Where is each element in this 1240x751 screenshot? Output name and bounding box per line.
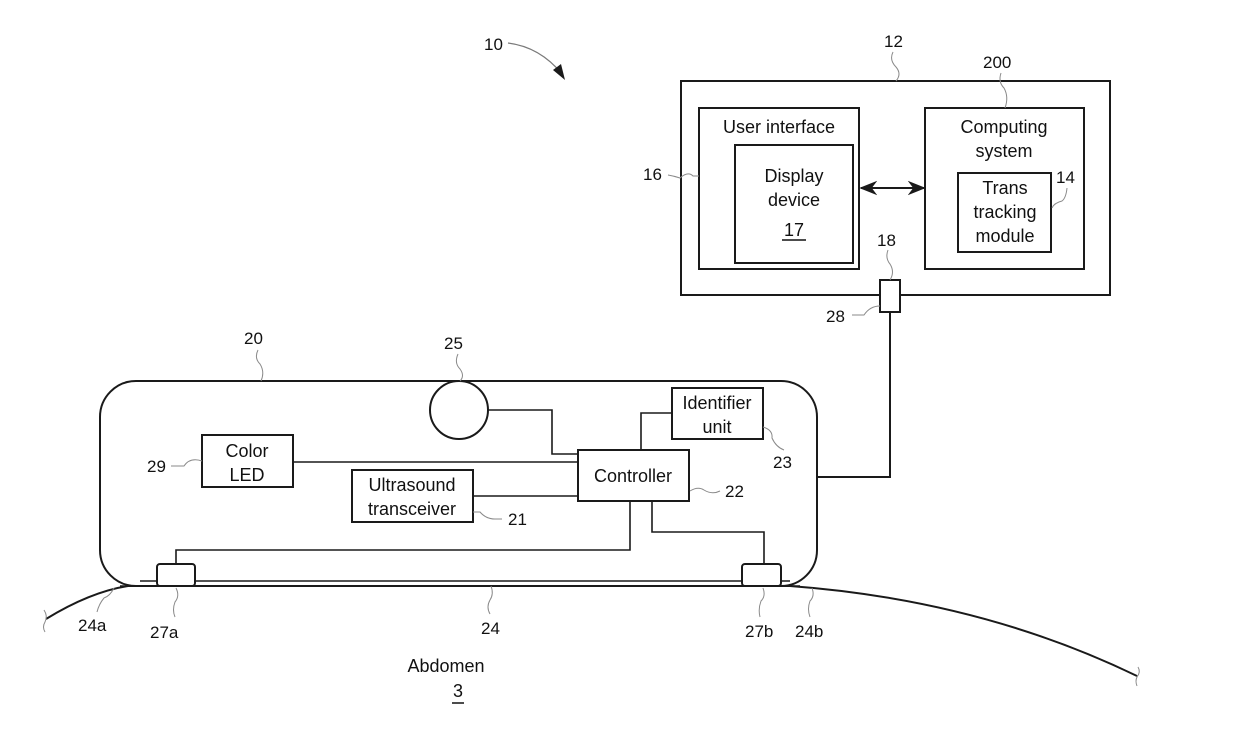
strip-ref-label: 24 [481, 619, 500, 638]
controller-ref-label: 22 [725, 482, 744, 501]
trans-tracking-module-line2: tracking [973, 202, 1036, 222]
identifier-unit-line2: unit [702, 417, 731, 437]
trans-tracking-module-ref-label: 14 [1056, 168, 1075, 187]
abdomen-surface-curve [46, 586, 1137, 676]
computing-system-line1: Computing [960, 117, 1047, 137]
abdomen-curve-break-left [44, 610, 47, 632]
sensor-ref-label: 25 [444, 334, 463, 353]
electrode-a [157, 564, 195, 586]
device-leader [256, 350, 262, 381]
user-interface-title: User interface [723, 117, 835, 137]
ultrasound-transceiver-line1: Ultrasound [368, 475, 455, 495]
electrode-b [742, 564, 781, 586]
electrode-b-ref-label: 27b [745, 622, 773, 641]
display-device-line1: Display [764, 166, 823, 186]
controller-label: Controller [594, 466, 672, 486]
connector-leader [852, 306, 880, 315]
trans-tracking-module-line3: module [975, 226, 1034, 246]
sensor-leader [456, 354, 462, 381]
electrode-a-leader [174, 588, 178, 617]
electrode-a-ref-label: 27a [150, 623, 179, 642]
color-led-line2: LED [229, 465, 264, 485]
display-device-line2: device [768, 190, 820, 210]
strip-leader [488, 586, 492, 614]
system-ref-label: 10 [484, 35, 503, 54]
identifier-unit-line1: Identifier [682, 393, 751, 413]
strip-end-b-leader [809, 588, 814, 617]
abdomen-label: Abdomen [407, 656, 484, 676]
user-interface-ref-label: 16 [643, 165, 662, 184]
ultrasound-transceiver-ref-label: 21 [508, 510, 527, 529]
sensor-circle [430, 381, 488, 439]
computing-system-ref-label: 200 [983, 53, 1011, 72]
strip-end-a-ref-label: 24a [78, 616, 107, 635]
host-ref-label: 12 [884, 32, 903, 51]
connector-ref-label: 28 [826, 307, 845, 326]
connector-box [880, 280, 900, 312]
computing-system-line2: system [975, 141, 1032, 161]
abdomen-ref-label: 3 [453, 681, 463, 701]
trans-tracking-module-line1: Trans [982, 178, 1027, 198]
electrode-b-leader [759, 588, 764, 617]
color-led-line1: Color [225, 441, 268, 461]
ultrasound-transceiver-line2: transceiver [368, 499, 456, 519]
display-device-ref-label: 17 [784, 220, 804, 240]
host-leader [892, 52, 899, 81]
port-ref-label: 18 [877, 231, 896, 250]
identifier-unit-ref-label: 23 [773, 453, 792, 472]
color-led-ref-label: 29 [147, 457, 166, 476]
strip-end-b-ref-label: 24b [795, 622, 823, 641]
device-ref-label: 20 [244, 329, 263, 348]
